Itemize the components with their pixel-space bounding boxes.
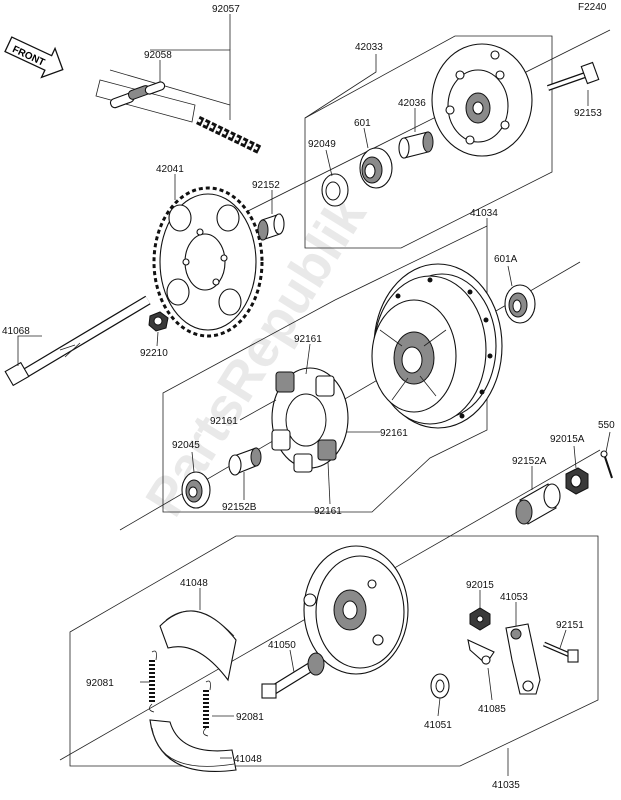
- callout-41051: 41051: [424, 720, 452, 731]
- collar-icon: [228, 447, 262, 476]
- callout-41034: 41034: [470, 208, 498, 219]
- callout-92151: 92151: [556, 620, 584, 631]
- callout-41085: 41085: [478, 704, 506, 715]
- brake-lever-icon: [505, 623, 541, 695]
- rear-hub-icon: [431, 43, 533, 157]
- leader-lines: [17, 14, 611, 776]
- axle-icon: [4, 295, 151, 387]
- hub-damper-icon: [271, 367, 349, 473]
- callout-601: 601: [354, 118, 371, 129]
- brake-shoe-icon: [159, 610, 237, 682]
- bearing-icon: [359, 147, 393, 189]
- callout-92045: 92045: [172, 440, 200, 451]
- hub-assembly-box: [189, 29, 611, 249]
- oil-seal-icon: [321, 173, 349, 207]
- washer-icon: [430, 673, 450, 699]
- brake-panel-icon: [303, 545, 409, 675]
- callout-42036: 42036: [398, 98, 426, 109]
- callout-601A: 601A: [494, 254, 518, 265]
- spring-icon: [203, 680, 211, 737]
- callout-92058: 92058: [144, 50, 172, 61]
- bearing-icon: [181, 471, 211, 509]
- callout-92081-right: 92081: [236, 712, 264, 723]
- callout-92161-right: 92161: [380, 428, 408, 439]
- figure-code: F2240: [578, 2, 607, 13]
- bearing-icon: [504, 284, 536, 324]
- callout-42041: 42041: [156, 164, 184, 175]
- callout-92161-left: 92161: [210, 416, 238, 427]
- callout-92152B: 92152B: [222, 502, 257, 513]
- wear-indicator-icon: [467, 639, 495, 665]
- cotter-pin-icon: [600, 450, 613, 479]
- nut-icon: [469, 607, 491, 631]
- lever-bolt-icon: [543, 641, 579, 663]
- callout-41035: 41035: [492, 780, 520, 791]
- callout-41068: 41068: [2, 326, 30, 337]
- castle-nut-icon: [565, 467, 589, 495]
- callout-92057: 92057: [212, 4, 240, 15]
- brake-shoe-icon: [149, 719, 237, 772]
- chain-link-icon: [109, 81, 166, 109]
- brake-cam-icon: [261, 652, 325, 699]
- callout-41053: 41053: [500, 592, 528, 603]
- axle-nut-icon: [148, 311, 169, 332]
- callout-41048-bottom: 41048: [234, 754, 262, 765]
- collar-icon: [398, 131, 434, 159]
- drive-chain-group: [95, 49, 262, 155]
- callout-41048-top: 41048: [180, 578, 208, 589]
- chain-icon: [196, 115, 262, 155]
- callout-41050: 41050: [268, 640, 296, 651]
- callout-92152A: 92152A: [512, 456, 547, 467]
- spacer-icon: [257, 213, 285, 241]
- callout-labels: 92057 92058 42033 42036 601 92049 92153 …: [2, 4, 615, 791]
- callout-92015: 92015: [466, 580, 494, 591]
- front-arrow-icon: FRONT: [4, 36, 64, 79]
- spacer-icon: [515, 483, 561, 525]
- callout-92015A: 92015A: [550, 434, 585, 445]
- callout-92161-bottom: 92161: [314, 506, 342, 517]
- callout-92081-left: 92081: [86, 678, 114, 689]
- callout-92161-top: 92161: [294, 334, 322, 345]
- callout-92152: 92152: [252, 180, 280, 191]
- callout-42033: 42033: [355, 42, 383, 53]
- hub-bolt-icon: [547, 61, 600, 91]
- wheel-icon: [371, 263, 503, 429]
- callout-550: 550: [598, 420, 615, 431]
- callout-92153: 92153: [574, 108, 602, 119]
- sprocket-icon: [152, 186, 264, 338]
- callout-92049: 92049: [308, 139, 336, 150]
- callout-92210: 92210: [140, 348, 168, 359]
- spring-icon: [149, 650, 157, 713]
